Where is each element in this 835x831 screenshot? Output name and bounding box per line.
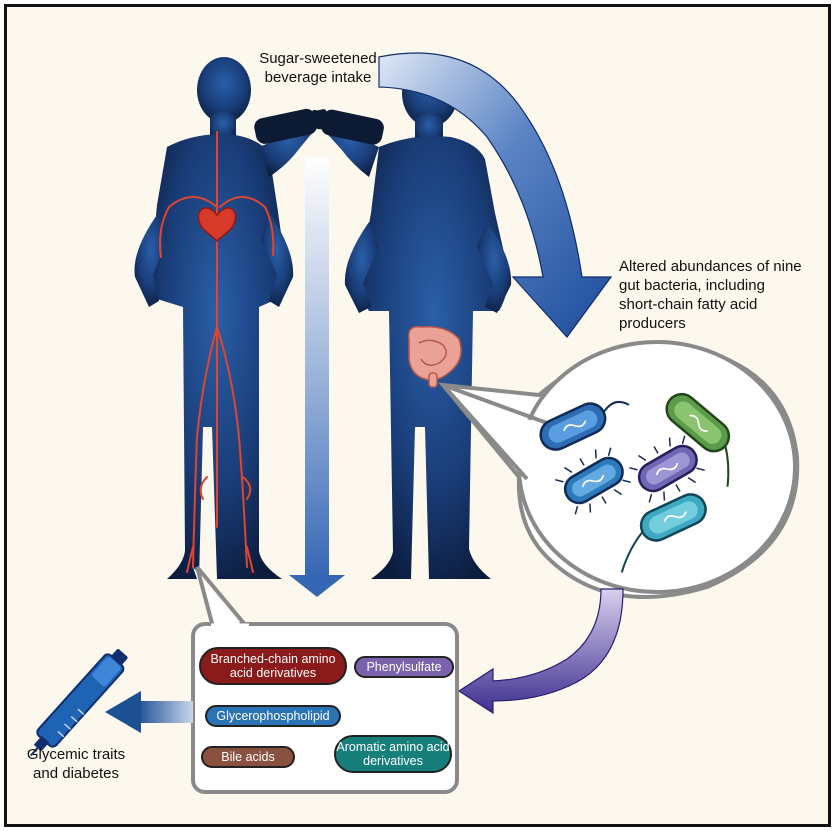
- bacteria-label: Altered abundances of nine gut bacteria,…: [619, 258, 802, 332]
- intestine-icon: [408, 326, 462, 388]
- metabolite-bile-acids: Bile acids: [201, 746, 295, 768]
- blood-vessels-icon: [159, 131, 275, 573]
- metabolite-branched-chain: Branched-chain amino acid derivatives: [199, 647, 347, 685]
- vertical-arrow: [289, 157, 345, 597]
- bacterium-icon-5: [620, 493, 707, 573]
- bacterium-icon-1: [539, 400, 630, 451]
- figure-frame: Sugar-sweetened beverage intake Altered …: [4, 4, 831, 827]
- bacterium-icon-2: [665, 392, 731, 487]
- diagram-canvas: [30, 52, 800, 794]
- metabolite-phenylsulfate: Phenylsulfate: [354, 656, 454, 678]
- bacterium-icon-4: [629, 435, 705, 503]
- heart-icon: [197, 207, 237, 242]
- metabolite-aromatic: Aromatic amino acid derivatives: [334, 735, 452, 773]
- purple-arrow-to-metabolites: [457, 588, 624, 715]
- intake-label: Sugar-sweetened beverage intake: [259, 50, 377, 86]
- bacterium-icon-3: [555, 447, 631, 515]
- curved-arrow-to-gut: [378, 52, 613, 338]
- left-arrow-to-outcome: [105, 691, 193, 733]
- outcome-label: Glycemic traits and diabetes: [26, 746, 126, 782]
- metabolite-glycerophospholipid: Glycerophospholipid: [205, 705, 341, 727]
- right-bottle-icon: [309, 109, 384, 145]
- insulin-pen-icon: [30, 649, 128, 757]
